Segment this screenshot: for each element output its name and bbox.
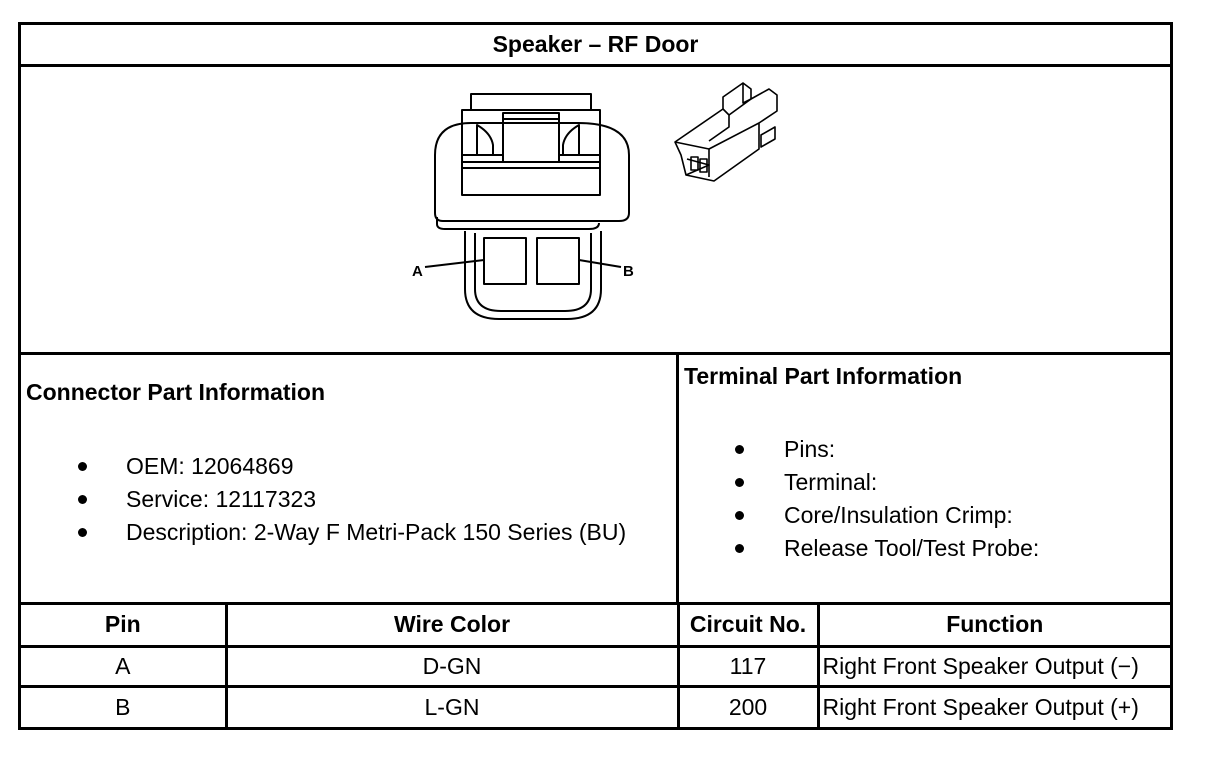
connector-sheet: Speaker – RF Door — [18, 22, 1173, 730]
connector-drawing-panel: A B — [21, 67, 1170, 355]
pin-a-label: A — [412, 263, 423, 280]
cell-pin: B — [21, 686, 228, 727]
connector-description: Description: 2-Way F Metri-Pack 150 Seri… — [126, 519, 627, 545]
table-row: A D-GN 117 Right Front Speaker Output (−… — [21, 646, 1170, 689]
pin-a-leader — [424, 259, 485, 268]
bullet-icon — [78, 528, 87, 537]
cavity-a — [483, 237, 527, 285]
cavity-b — [536, 237, 580, 285]
latch-top — [470, 93, 592, 111]
connector-info-panel: Connector Part Information OEM: 12064869… — [21, 355, 679, 602]
cavity-body-outer — [464, 231, 602, 320]
bullet-icon — [735, 478, 744, 487]
cell-function: Right Front Speaker Output (+) — [822, 694, 1139, 721]
cell-wire-color: D-GN — [226, 646, 680, 689]
right-window — [562, 124, 580, 156]
latch-channel — [502, 112, 560, 162]
latch-body — [461, 109, 601, 196]
pin-b-leader — [578, 259, 622, 268]
terminal-pins: Pins: — [784, 436, 836, 462]
header-wire-color: Wire Color — [226, 605, 680, 648]
terminal-info-panel: Terminal Part Information Pins: Terminal… — [679, 355, 1170, 602]
pin-b-label: B — [623, 263, 634, 280]
terminal-terminal: Terminal: — [784, 469, 878, 495]
connector-drawing: A B — [412, 82, 778, 320]
terminal-release-tool: Release Tool/Test Probe: — [784, 535, 1040, 561]
connector-housing-outline — [434, 122, 630, 222]
locking-rib — [436, 217, 600, 230]
terminal-info-heading: Terminal Part Information — [684, 363, 963, 389]
connector-info-heading: Connector Part Information — [26, 379, 326, 405]
cell-circuit-no: 200 — [678, 686, 820, 727]
cell-circuit-no: 117 — [678, 646, 820, 689]
table-header-row: Pin Wire Color Circuit No. Function — [21, 605, 1170, 648]
cell-pin: A — [21, 646, 228, 689]
latch-band — [461, 161, 601, 169]
header-function: Function — [818, 605, 1170, 648]
pin-table: Pin Wire Color Circuit No. Function A D-… — [21, 605, 1170, 727]
terminal-crimp: Core/Insulation Crimp: — [784, 502, 1013, 528]
cell-function: Right Front Speaker Output (−) — [818, 646, 1170, 689]
bullet-icon — [735, 445, 744, 454]
cavity-body-inner — [474, 233, 592, 312]
bullet-icon — [735, 544, 744, 553]
sheet-title: Speaker – RF Door — [21, 25, 1170, 67]
connector-iso-view — [674, 82, 778, 182]
left-window — [476, 124, 494, 156]
bullet-icon — [78, 495, 87, 504]
bullet-icon — [735, 511, 744, 520]
header-circuit-no: Circuit No. — [678, 605, 820, 648]
header-pin: Pin — [21, 605, 228, 648]
connector-oem: OEM: 12064869 — [126, 453, 294, 479]
part-info-row: Connector Part Information OEM: 12064869… — [21, 355, 1170, 605]
cell-wire-color: L-GN — [226, 686, 680, 727]
table-row: B L-GN 200 Right Front Speaker Output (+… — [21, 686, 1170, 727]
bullet-icon — [78, 462, 87, 471]
connector-service: Service: 12117323 — [126, 486, 317, 512]
